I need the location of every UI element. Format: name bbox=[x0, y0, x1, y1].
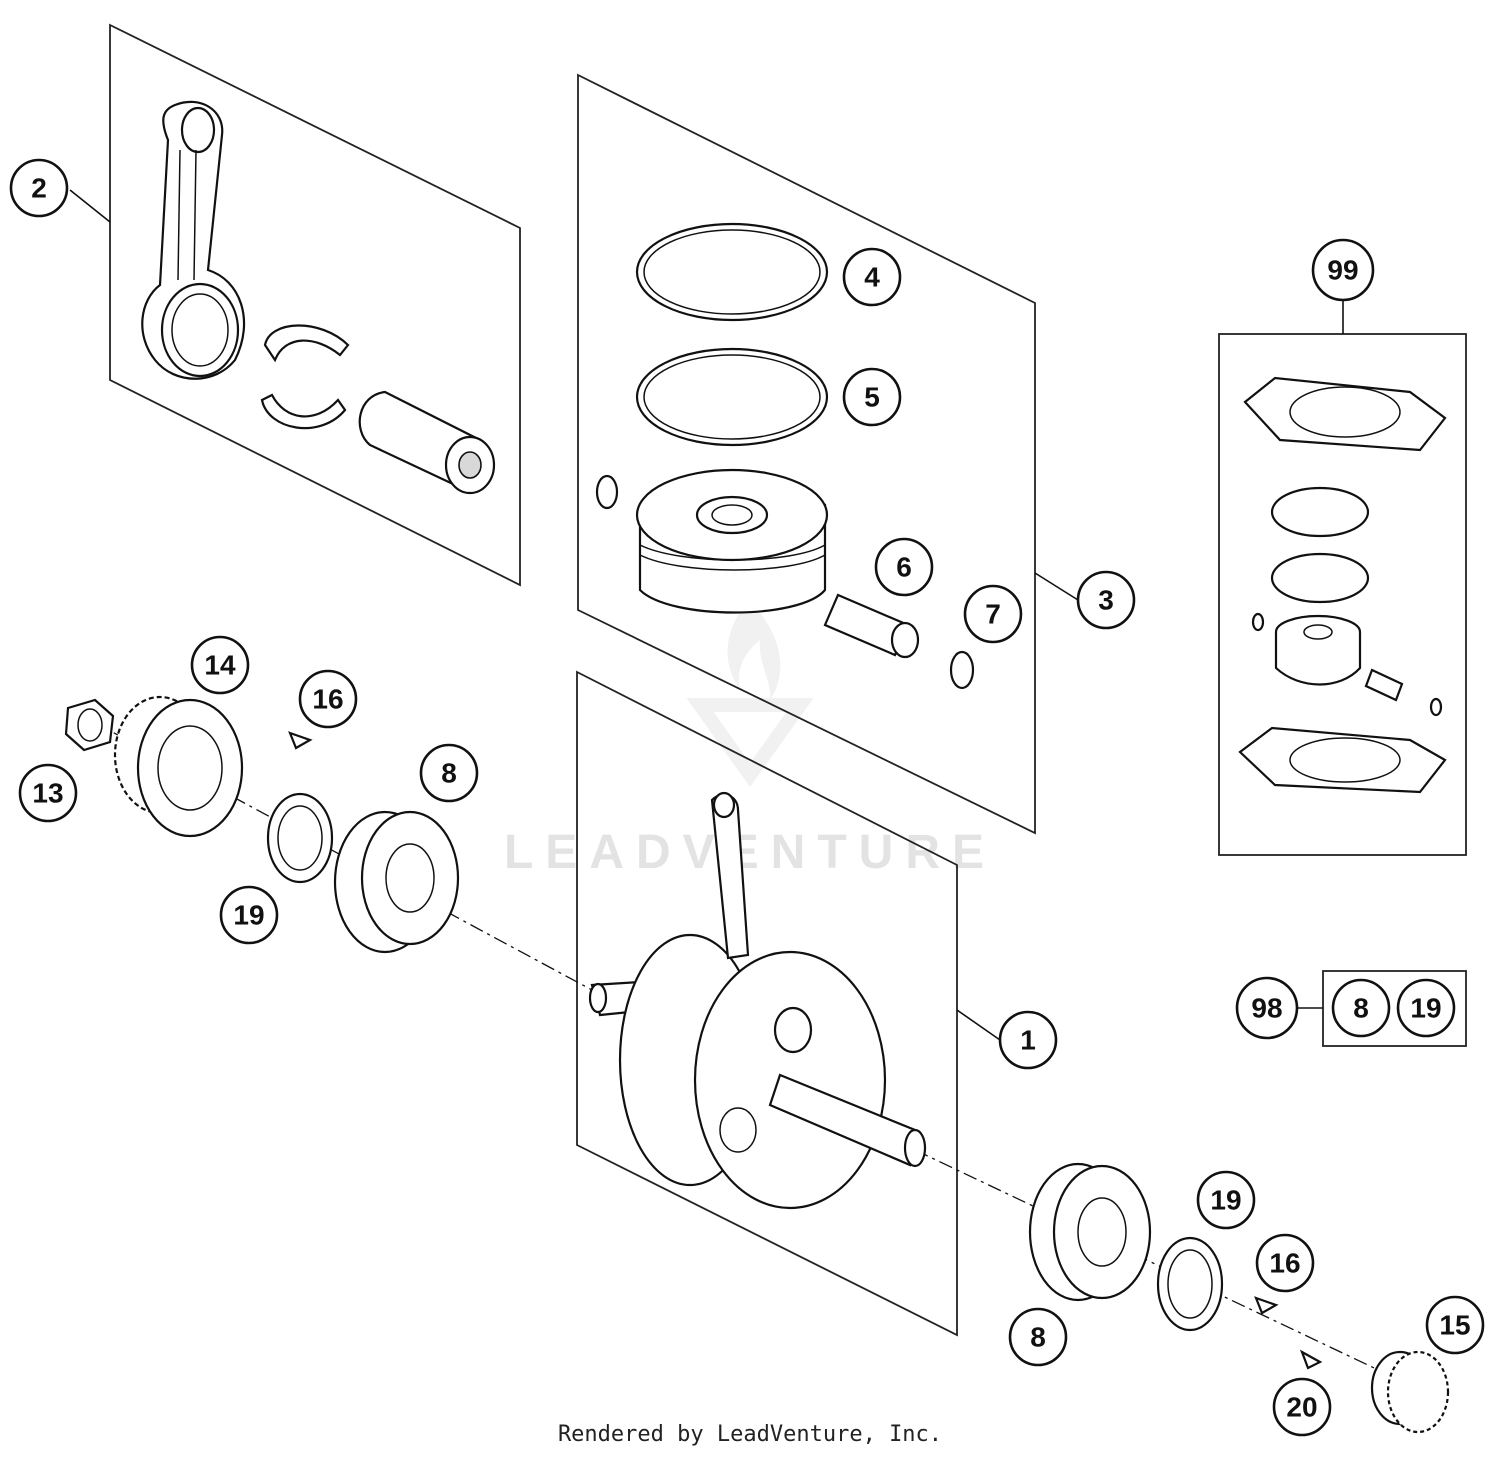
sprocket-gear bbox=[1370, 1350, 1450, 1434]
circlip bbox=[949, 650, 975, 690]
callout-98[interactable]: 98 bbox=[1235, 976, 1299, 1040]
callout-98-item-8-label: 8 bbox=[1353, 993, 1369, 1024]
callout-99-label: 99 bbox=[1327, 255, 1358, 286]
leader-lines bbox=[69, 189, 1344, 1041]
piston-ring-second bbox=[635, 347, 829, 447]
callout-2[interactable]: 2 bbox=[9, 158, 69, 218]
callout-4[interactable]: 4 bbox=[842, 247, 902, 307]
callout-13-label: 13 bbox=[32, 778, 63, 809]
callout-98-item-19-label: 19 bbox=[1410, 993, 1441, 1024]
callout-8-right[interactable]: 8 bbox=[1008, 1307, 1068, 1367]
callout-98-label: 98 bbox=[1251, 993, 1282, 1024]
ball-bearing-left bbox=[333, 810, 460, 954]
callout-5-label: 5 bbox=[864, 382, 880, 413]
callout-7[interactable]: 7 bbox=[963, 584, 1023, 644]
shaft-seal-left bbox=[266, 792, 334, 884]
piston bbox=[595, 468, 829, 614]
callout-19-left[interactable]: 19 bbox=[219, 885, 279, 945]
shaft-seal-right bbox=[1156, 1236, 1224, 1332]
callout-5[interactable]: 5 bbox=[842, 367, 902, 427]
callout-8-left[interactable]: 8 bbox=[419, 743, 479, 803]
callout-1-label: 1 bbox=[1020, 1025, 1036, 1056]
callout-7-label: 7 bbox=[985, 599, 1001, 630]
callout-98-item-19[interactable]: 19 bbox=[1396, 978, 1456, 1038]
footer-credit: Rendered by LeadVenture, Inc. bbox=[557, 1422, 943, 1447]
callout-16-left-label: 16 bbox=[312, 684, 343, 715]
panel-piston bbox=[577, 73, 1036, 835]
watermark-text: LEADVENTURE bbox=[504, 826, 996, 879]
callout-99[interactable]: 99 bbox=[1311, 238, 1375, 302]
piston-pin bbox=[823, 593, 920, 659]
woodruff-key-small bbox=[1299, 1349, 1323, 1370]
callout-6[interactable]: 6 bbox=[874, 537, 934, 597]
callout-13[interactable]: 13 bbox=[18, 763, 78, 823]
callout-8-left-label: 8 bbox=[441, 758, 457, 789]
callout-1[interactable]: 1 bbox=[998, 1010, 1058, 1070]
gasket-kit-parts bbox=[1238, 376, 1447, 794]
callout-3[interactable]: 3 bbox=[1076, 570, 1136, 630]
callout-6-label: 6 bbox=[896, 552, 912, 583]
callout-16-left[interactable]: 16 bbox=[298, 669, 358, 729]
callout-15-label: 15 bbox=[1439, 1310, 1470, 1341]
wrist-pin bbox=[358, 390, 496, 495]
callout-16-right-label: 16 bbox=[1269, 1248, 1300, 1279]
callout-14[interactable]: 14 bbox=[190, 635, 250, 695]
callout-19-right[interactable]: 19 bbox=[1196, 1170, 1256, 1230]
primary-gear bbox=[113, 695, 244, 838]
panel-connecting-rod bbox=[109, 23, 521, 587]
panel-crankshaft bbox=[576, 670, 958, 1337]
callout-8-right-label: 8 bbox=[1030, 1322, 1046, 1353]
watermark-logo bbox=[686, 600, 814, 788]
piston-ring-top bbox=[635, 222, 829, 322]
callout-20[interactable]: 20 bbox=[1272, 1377, 1332, 1437]
callout-98-item-8[interactable]: 8 bbox=[1331, 978, 1391, 1038]
rod-bearing-shells bbox=[260, 324, 350, 430]
connecting-rod bbox=[141, 100, 246, 380]
nut bbox=[64, 698, 115, 752]
ball-bearing-right bbox=[1028, 1162, 1152, 1302]
callout-15[interactable]: 15 bbox=[1425, 1295, 1485, 1355]
woodruff-key-left bbox=[288, 731, 313, 750]
woodruff-key-right bbox=[1254, 1296, 1279, 1315]
callout-4-label: 4 bbox=[864, 262, 880, 293]
callout-19-left-label: 19 bbox=[233, 900, 264, 931]
callout-2-label: 2 bbox=[31, 173, 47, 204]
callout-14-label: 14 bbox=[204, 650, 236, 681]
callout-20-label: 20 bbox=[1286, 1392, 1317, 1423]
callout-3-label: 3 bbox=[1098, 585, 1114, 616]
crankshaft bbox=[588, 791, 927, 1210]
callout-16-right[interactable]: 16 bbox=[1255, 1233, 1315, 1293]
callout-19-right-label: 19 bbox=[1210, 1185, 1241, 1216]
